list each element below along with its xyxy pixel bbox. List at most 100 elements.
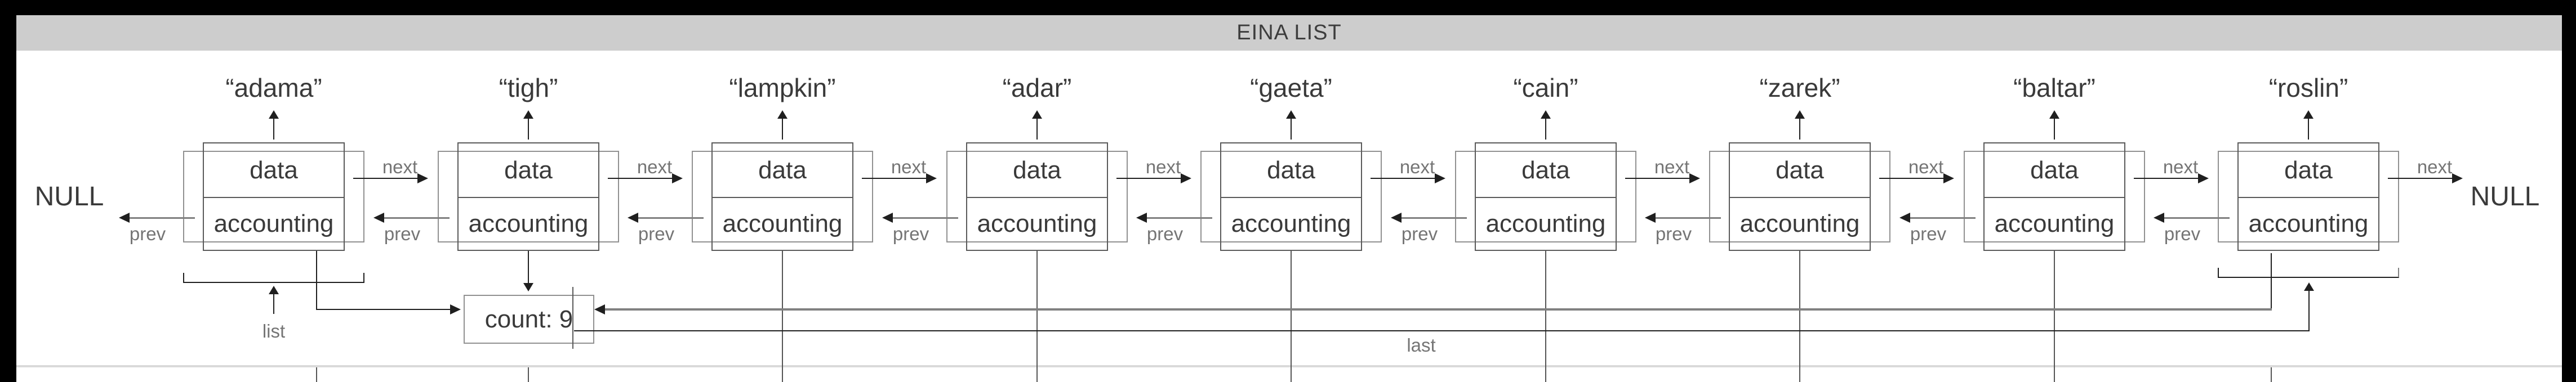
accounting-down-line	[1036, 251, 1038, 382]
accounting-cell: accounting	[2239, 198, 2378, 250]
node-name-arrow-shaft	[1799, 118, 1800, 140]
next-label: next	[1908, 156, 1944, 177]
next-arrowhead-icon	[672, 173, 683, 183]
next-arrowhead-icon	[2452, 173, 2463, 183]
node-outer-box	[946, 151, 1128, 242]
node-outer-box	[692, 151, 873, 242]
title-bar: EINA LIST	[16, 15, 2562, 51]
node-outer-box	[2218, 151, 2399, 242]
data-cell-label: data	[2030, 156, 2079, 184]
next-arrow-shaft	[862, 178, 927, 179]
next-label: next	[382, 156, 418, 177]
accounting-cell: accounting	[967, 198, 1107, 250]
next-arrow-shaft	[1116, 178, 1181, 179]
next-label: next	[2417, 156, 2453, 177]
page-title: EINA LIST	[1236, 21, 1342, 44]
accounting-cell: accounting	[204, 198, 344, 250]
prev-arrow-shaft	[638, 217, 704, 219]
prev-arrow-shaft	[1402, 217, 1467, 219]
node-inner-box: data accounting	[966, 142, 1108, 251]
accounting-down-line	[1799, 251, 1800, 382]
data-cell: data	[1476, 143, 1616, 198]
node-outer-box	[438, 151, 619, 242]
accounting-cell: accounting	[1985, 198, 2124, 250]
next-arrowhead-icon	[1435, 173, 1445, 183]
last-bracket-tick-right	[2398, 268, 2399, 277]
prev-label: prev	[129, 223, 166, 244]
list-arrow-shaft	[273, 293, 274, 314]
head-accounting-line-h	[316, 309, 450, 310]
prev-label: prev	[2164, 223, 2201, 244]
next-label: next	[891, 156, 927, 177]
data-cell-label: data	[1776, 156, 1824, 184]
node-inner-box: data accounting	[1220, 142, 1362, 251]
tail-accounting-line-h	[605, 308, 2272, 311]
second-accounting-line-v	[528, 251, 529, 283]
last-bracket	[2218, 277, 2399, 278]
accounting-down-line	[782, 251, 783, 382]
data-cell-label: data	[758, 156, 807, 184]
next-arrow-shaft	[608, 178, 673, 179]
data-cell: data	[713, 143, 852, 198]
node-inner-box: data accounting	[1983, 142, 2125, 251]
prev-arrow-shaft	[1656, 217, 1721, 219]
prev-arrow-shaft	[1910, 217, 1976, 219]
last-pointer-arrowhead-icon	[2304, 282, 2314, 291]
node-name-arrowhead-icon	[777, 110, 788, 119]
node-name-arrowhead-icon	[523, 110, 533, 119]
prev-arrowhead-icon	[1136, 213, 1147, 223]
node-outer-box	[1964, 151, 2145, 242]
accounting-down-line	[1545, 251, 1546, 382]
next-arrowhead-icon	[2198, 173, 2209, 183]
data-cell: data	[1985, 143, 2124, 198]
next-label: next	[1399, 156, 1435, 177]
next-arrowhead-icon	[926, 173, 937, 183]
accounting-cell-label: accounting	[468, 210, 589, 237]
bottom-stub-line	[2271, 367, 2272, 382]
last-pointer-line-h	[574, 330, 2310, 331]
node-name-label: “tigh”	[499, 73, 558, 102]
node-inner-box: data accounting	[457, 142, 599, 251]
count-box: count: 9	[464, 295, 594, 344]
next-arrow-shaft	[353, 178, 418, 179]
prev-label: prev	[1655, 223, 1692, 244]
node-inner-box: data accounting	[711, 142, 853, 251]
last-label: last	[1407, 335, 1436, 356]
prev-label: prev	[1401, 223, 1438, 244]
node-name-arrow-shaft	[1291, 118, 1292, 140]
prev-arrowhead-icon	[882, 213, 893, 223]
node-name-arrow-shaft	[1036, 118, 1038, 140]
node-name-label: “zarek”	[1759, 73, 1840, 102]
bottom-stub-line	[528, 367, 529, 382]
bottom-divider	[16, 365, 2562, 367]
accounting-cell-label: accounting	[1231, 210, 1351, 237]
data-cell-label: data	[250, 156, 298, 184]
data-cell: data	[2239, 143, 2378, 198]
node-name-arrowhead-icon	[1541, 110, 1551, 119]
data-cell: data	[967, 143, 1107, 198]
node-name-arrow-shaft	[273, 118, 274, 140]
accounting-cell: accounting	[1221, 198, 1361, 250]
next-arrow-shaft	[1879, 178, 1944, 179]
node-outer-box	[183, 151, 364, 242]
count-box-right-arrowhead-icon	[594, 304, 605, 314]
node-name-arrowhead-icon	[1286, 110, 1296, 119]
frame-right	[2562, 0, 2576, 382]
data-cell-label: data	[1267, 156, 1315, 184]
list-arrowhead-icon	[269, 286, 279, 294]
prev-arrow-shaft	[1147, 217, 1212, 219]
node-name-label: “adama”	[225, 73, 322, 102]
node-name-label: “roslin”	[2268, 73, 2348, 102]
next-label: next	[2163, 156, 2199, 177]
accounting-cell-label: accounting	[1485, 210, 1606, 237]
data-cell: data	[459, 143, 598, 198]
accounting-down-line	[2054, 251, 2055, 382]
prev-arrowhead-icon	[2154, 213, 2164, 223]
node-name-arrow-shaft	[1545, 118, 1546, 140]
node-name-arrow-shaft	[528, 118, 529, 140]
list-bracket-tick-right	[363, 273, 364, 282]
node-name-arrow-shaft	[782, 118, 783, 140]
data-cell: data	[1730, 143, 1870, 198]
node-name-arrowhead-icon	[2303, 110, 2313, 119]
prev-arrow-shaft	[130, 217, 195, 219]
